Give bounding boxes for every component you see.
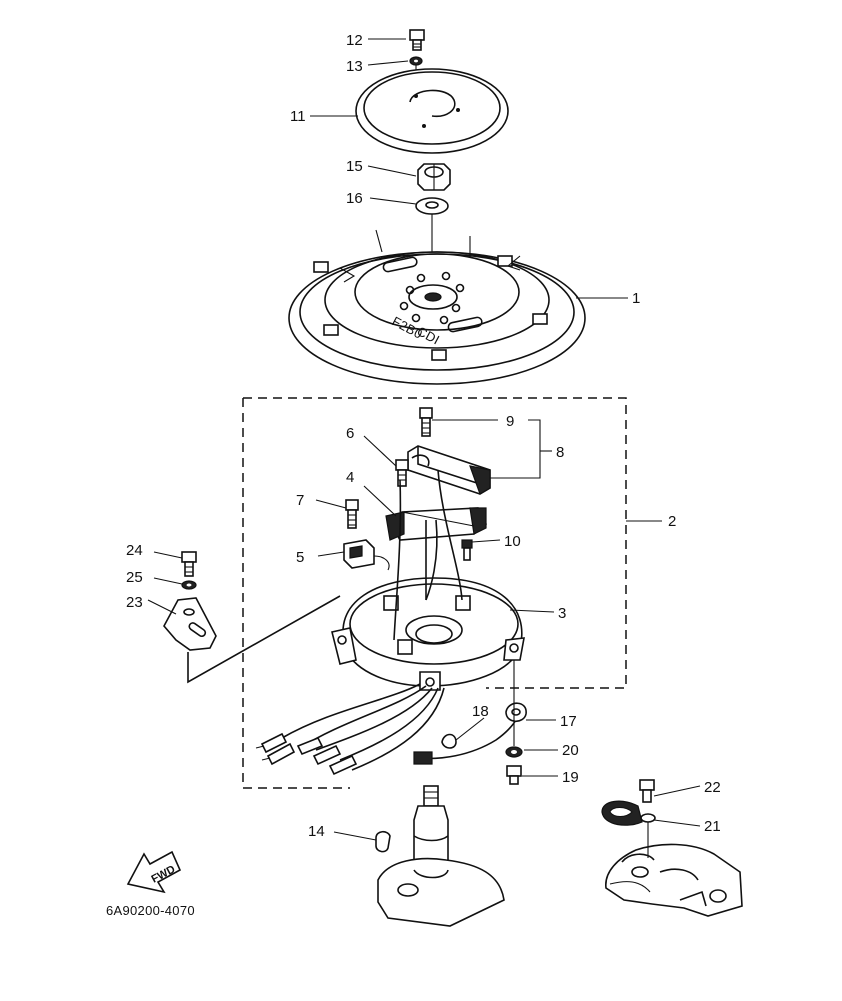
diagram-code: 6A90200-4070 — [106, 903, 195, 918]
part-17-ground-lead — [413, 702, 527, 765]
part-1-flywheel: F2B0 CDI — [288, 229, 586, 385]
callout-3: 3 — [558, 605, 566, 622]
part-13-washer — [409, 56, 423, 66]
callout-labels: 12 13 11 15 16 1 9 8 6 4 7 2 10 5 3 24 2… — [126, 32, 721, 840]
callout-7: 7 — [296, 492, 304, 509]
engine-block-section — [605, 843, 743, 917]
part-11-cover — [355, 68, 509, 154]
callout-10: 10 — [504, 533, 521, 550]
callout-8: 8 — [556, 444, 564, 461]
part-2-assembly-boundary — [242, 397, 627, 789]
callout-23: 23 — [126, 594, 143, 611]
callout-16: 16 — [346, 190, 363, 207]
callout-25: 25 — [126, 569, 143, 586]
part-19-bolt — [506, 765, 522, 785]
callout-17: 17 — [560, 713, 577, 730]
callout-11: 11 — [290, 108, 306, 125]
part-22-bolt — [639, 779, 655, 803]
callout-12: 12 — [346, 32, 363, 49]
callout-19: 19 — [562, 769, 579, 786]
callout-1: 1 — [632, 290, 640, 307]
callout-5: 5 — [296, 549, 304, 566]
part-5-coupler — [343, 539, 390, 571]
fwd-arrow-icon: FWD — [126, 850, 182, 894]
part-21-clamp — [601, 800, 656, 826]
callout-15: 15 — [346, 158, 363, 175]
part-15-nut — [417, 163, 451, 191]
part-10-screw — [461, 539, 473, 561]
part-14-key — [375, 830, 391, 853]
part-7-screw — [345, 499, 359, 529]
part-8-charge-coil — [407, 445, 491, 495]
part-3-stator-base — [331, 469, 525, 691]
part-25-washer — [181, 580, 197, 590]
callout-20: 20 — [562, 742, 579, 759]
callout-22: 22 — [704, 779, 721, 796]
callout-13: 13 — [346, 58, 363, 75]
callout-6: 6 — [346, 425, 354, 442]
wire-harness — [255, 683, 445, 776]
crankshaft — [377, 785, 505, 927]
wire-terminals — [255, 732, 358, 776]
part-20-washer — [505, 746, 523, 758]
callout-18: 18 — [472, 703, 489, 720]
part-6-screw — [395, 459, 409, 487]
callout-14: 14 — [308, 823, 325, 840]
part-12-bolt — [409, 29, 425, 51]
part-23-bracket — [163, 597, 217, 651]
callout-4: 4 — [346, 469, 354, 486]
callout-24: 24 — [126, 542, 143, 559]
callout-2: 2 — [668, 513, 676, 530]
part-18-clip — [441, 733, 457, 749]
callout-9: 9 — [506, 413, 514, 430]
bracket-link-line — [187, 595, 341, 684]
part-24-bolt — [181, 551, 197, 577]
part-9-screw — [419, 407, 433, 437]
callout-21: 21 — [704, 818, 721, 835]
part-16-washer — [415, 197, 449, 215]
leader-lines — [147, 38, 701, 841]
